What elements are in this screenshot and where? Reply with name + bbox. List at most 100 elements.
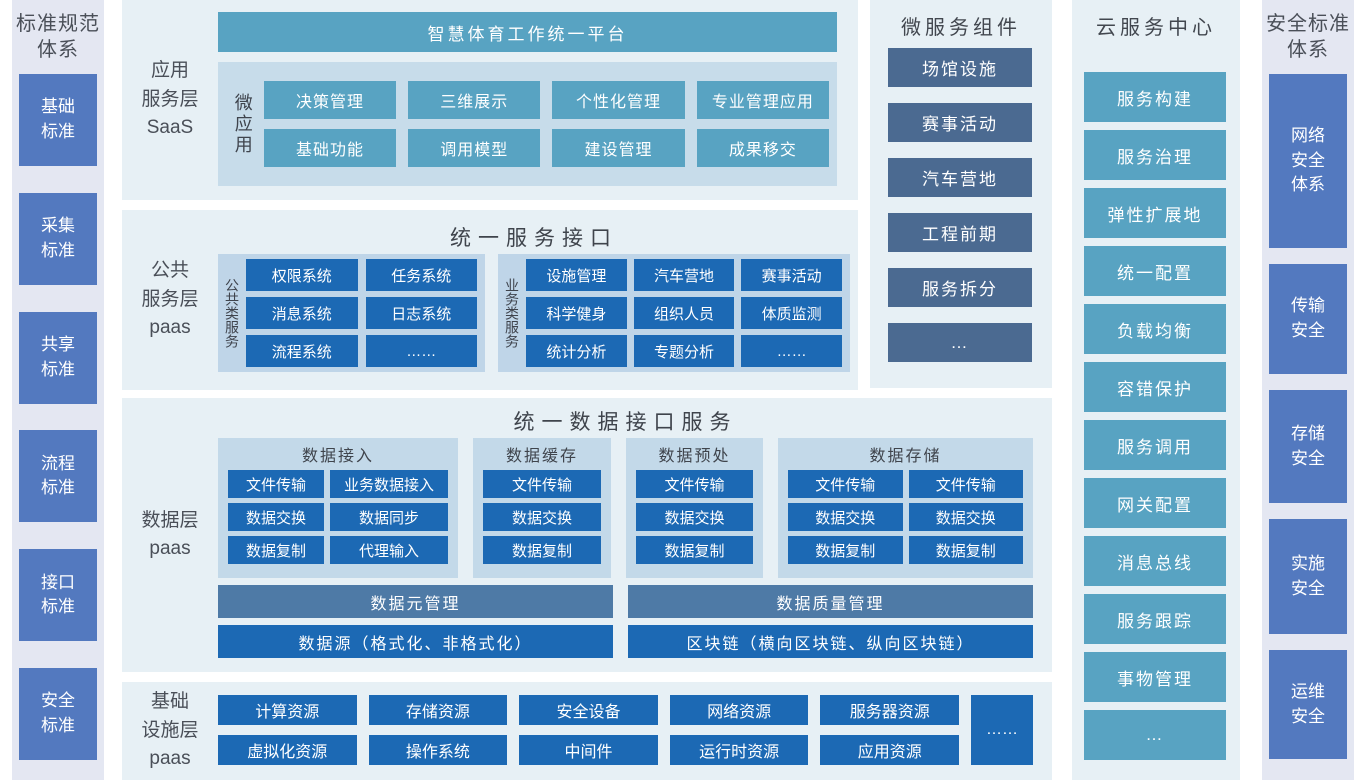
cloud-service-items: 服务构建 服务治理 弹性扩展地 统一配置 负载均衡 容错保护 服务调用 网关配置… [1084,72,1226,760]
public-services-label: 公共类服务 [224,278,240,348]
data-block-data-exchange: 数据交换 [636,503,753,531]
service-block-event-activity: 赛事活动 [741,259,842,291]
cloud-block-more: … [1084,710,1226,760]
security-standards-items: 网络 安全 体系 传输 安全 存储 安全 实施 安全 运维 安全 [1269,74,1347,759]
security-item-storage-security: 存储 安全 [1269,390,1347,503]
data-block-data-exchange: 数据交换 [228,503,324,531]
microservice-block-venue-facilities: 场馆设施 [888,48,1032,87]
infra-block-security-devices: 安全设备 [519,695,658,725]
data-block-data-replication: 数据复制 [636,536,753,564]
service-block-log: 日志系统 [365,297,477,329]
data-block-file-transfer: 文件传输 [636,470,753,498]
public-service-layer-label: 公共 服务层 paas [141,260,199,339]
micro-app-grid: 决策管理 三维展示 个性化管理 专业管理应用 基础功能 调用模型 建设管理 成果… [263,81,829,167]
service-groups-row: 公共类服务 权限系统 任务系统 消息系统 日志系统 流程系统 …… 业务类服务 … [218,254,850,372]
data-block-data-replication: 数据复制 [228,536,324,564]
business-services-label: 业务类服务 [504,278,520,348]
service-block-fitness-monitoring: 体质监测 [741,297,842,329]
cloud-block-elastic-scaling: 弹性扩展地 [1084,188,1226,238]
standard-item-process: 流程 标准 [19,430,97,523]
infra-block-application-resources: 应用资源 [820,735,959,765]
data-management-bars: 数据元管理 数据质量管理 [218,585,1033,618]
microservice-components-title: 微服务组件 [901,17,1021,39]
cloud-block-fault-tolerance: 容错保护 [1084,362,1226,412]
data-block-file-transfer: 文件传输 [908,470,1023,498]
unified-service-interface-title: 统一服务接口 [450,227,618,250]
business-services-group: 业务类服务 设施管理 汽车营地 赛事活动 科学健身 组织人员 体质监测 统计分析… [498,254,850,372]
public-services-grid: 权限系统 任务系统 消息系统 日志系统 流程系统 …… [246,259,477,367]
service-block-task: 任务系统 [365,259,477,291]
data-preprocess-grid: 文件传输 数据交换 数据复制 [636,470,753,564]
data-access-title: 数据接入 [301,448,374,465]
unified-data-interface-title: 统一数据接口服务 [513,411,738,434]
infra-block-virtualization-resources: 虚拟化资源 [218,735,357,765]
service-block-statistical-analysis: 统计分析 [526,335,627,367]
data-layer-label: 数据层 paas [141,509,199,560]
data-storage-title: 数据存储 [869,448,942,465]
data-access-group: 数据接入 文件传输 业务数据接入 数据交换 数据同步 数据复制 代理输入 [218,438,458,578]
micro-app-panel: 微应用 决策管理 三维展示 个性化管理 专业管理应用 基础功能 调用模型 建设管… [218,62,837,186]
public-services-group: 公共类服务 权限系统 任务系统 消息系统 日志系统 流程系统 …… [218,254,485,372]
standards-spec-title: 标准规范 体系 [16,13,100,61]
standard-item-sharing: 共享 标准 [19,311,97,404]
saas-layer-label: 应用 服务层 SaaS [141,60,199,139]
microservice-components-panel: 微服务组件 场馆设施 赛事活动 汽车营地 工程前期 服务拆分 … [870,0,1052,388]
data-block-data-exchange: 数据交换 [908,503,1023,531]
data-storage-group: 数据存储 文件传输 文件传输 数据交换 数据交换 数据复制 数据复制 [778,438,1033,578]
infrastructure-grid: …… 计算资源 存储资源 安全设备 网络资源 服务器资源 虚拟化资源 操作系统 … [218,695,1033,765]
data-block-data-exchange: 数据交换 [483,503,601,531]
app-block-pro-mgmt-app: 专业管理应用 [696,81,829,119]
app-block-3d-display: 三维展示 [408,81,541,119]
data-block-file-transfer: 文件传输 [228,470,324,498]
infra-block-middleware: 中间件 [519,735,658,765]
data-cache-group: 数据缓存 文件传输 数据交换 数据复制 [473,438,611,578]
data-block-file-transfer: 文件传输 [483,470,601,498]
cloud-block-gateway-config: 网关配置 [1084,478,1226,528]
cloud-block-service-governance: 服务治理 [1084,130,1226,180]
standards-items: 基础 标准 采集 标准 共享 标准 流程 标准 接口 标准 安全 标准 [19,74,97,760]
standard-item-security: 安全 标准 [19,667,97,760]
saas-layer-panel: 应用 服务层 SaaS 智慧体育工作统一平台 微应用 决策管理 三维展示 个性化… [122,0,858,200]
standard-item-basic: 基础 标准 [19,74,97,166]
infra-block-more: …… [971,695,1033,765]
standard-item-collection: 采集 标准 [19,192,97,285]
cloud-block-transaction-mgmt: 事物管理 [1084,652,1226,702]
service-block-facility-mgmt: 设施管理 [526,259,627,291]
app-block-construction-mgmt: 建设管理 [552,129,685,167]
service-block-auto-camp: 汽车营地 [633,259,735,291]
service-block-message: 消息系统 [246,297,358,329]
standard-item-interface: 接口 标准 [19,549,97,642]
service-block-more: …… [741,335,842,367]
data-block-data-replication: 数据复制 [908,536,1023,564]
data-block-proxy-input: 代理输入 [330,536,448,564]
security-item-transmission-security: 传输 安全 [1269,264,1347,374]
infrastructure-layer-label: 基础 设施层 paas [141,691,199,770]
data-preprocess-group: 数据预处 文件传输 数据交换 数据复制 [626,438,763,578]
security-item-operations-security: 运维 安全 [1269,650,1347,759]
micro-app-label: 微应用 [232,92,253,156]
security-item-implementation-security: 实施 安全 [1269,519,1347,634]
infra-block-storage-resources: 存储资源 [368,695,508,725]
cloud-block-load-balancing: 负载均衡 [1084,304,1226,354]
security-standards-panel: 安全标准 体系 网络 安全 体系 传输 安全 存储 安全 实施 安全 运维 安全 [1262,0,1354,780]
microservice-block-service-splitting: 服务拆分 [888,268,1032,307]
data-layer-panel: 数据层 paas 统一数据接口服务 数据接入 文件传输 业务数据接入 数据交换 … [122,398,1052,672]
cloud-service-center-panel: 云服务中心 服务构建 服务治理 弹性扩展地 统一配置 负载均衡 容错保护 服务调… [1072,0,1240,780]
cloud-block-service-invocation: 服务调用 [1084,420,1226,470]
standards-spec-panel: 标准规范 体系 基础 标准 采集 标准 共享 标准 流程 标准 接口 标准 安全… [12,0,104,780]
cloud-block-service-tracing: 服务跟踪 [1084,594,1226,644]
infra-block-runtime-resources: 运行时资源 [669,735,809,765]
data-preprocess-title: 数据预处 [658,448,731,465]
blockchain-bar: 区块链（横向区块链、纵向区块链） [628,625,1033,658]
metadata-management-bar: 数据元管理 [218,585,613,618]
business-services-grid: 设施管理 汽车营地 赛事活动 科学健身 组织人员 体质监测 统计分析 专题分析 … [526,259,842,367]
cloud-block-message-bus: 消息总线 [1084,536,1226,586]
data-block-data-replication: 数据复制 [483,536,601,564]
infra-block-operating-system: 操作系统 [368,735,508,765]
service-block-workflow: 流程系统 [246,335,358,367]
data-block-file-transfer: 文件传输 [788,470,903,498]
platform-title-bar: 智慧体育工作统一平台 [218,12,837,52]
microservice-block-more: … [888,323,1032,362]
cloud-service-center-title: 云服务中心 [1096,17,1216,39]
service-block-scientific-fitness: 科学健身 [526,297,627,329]
